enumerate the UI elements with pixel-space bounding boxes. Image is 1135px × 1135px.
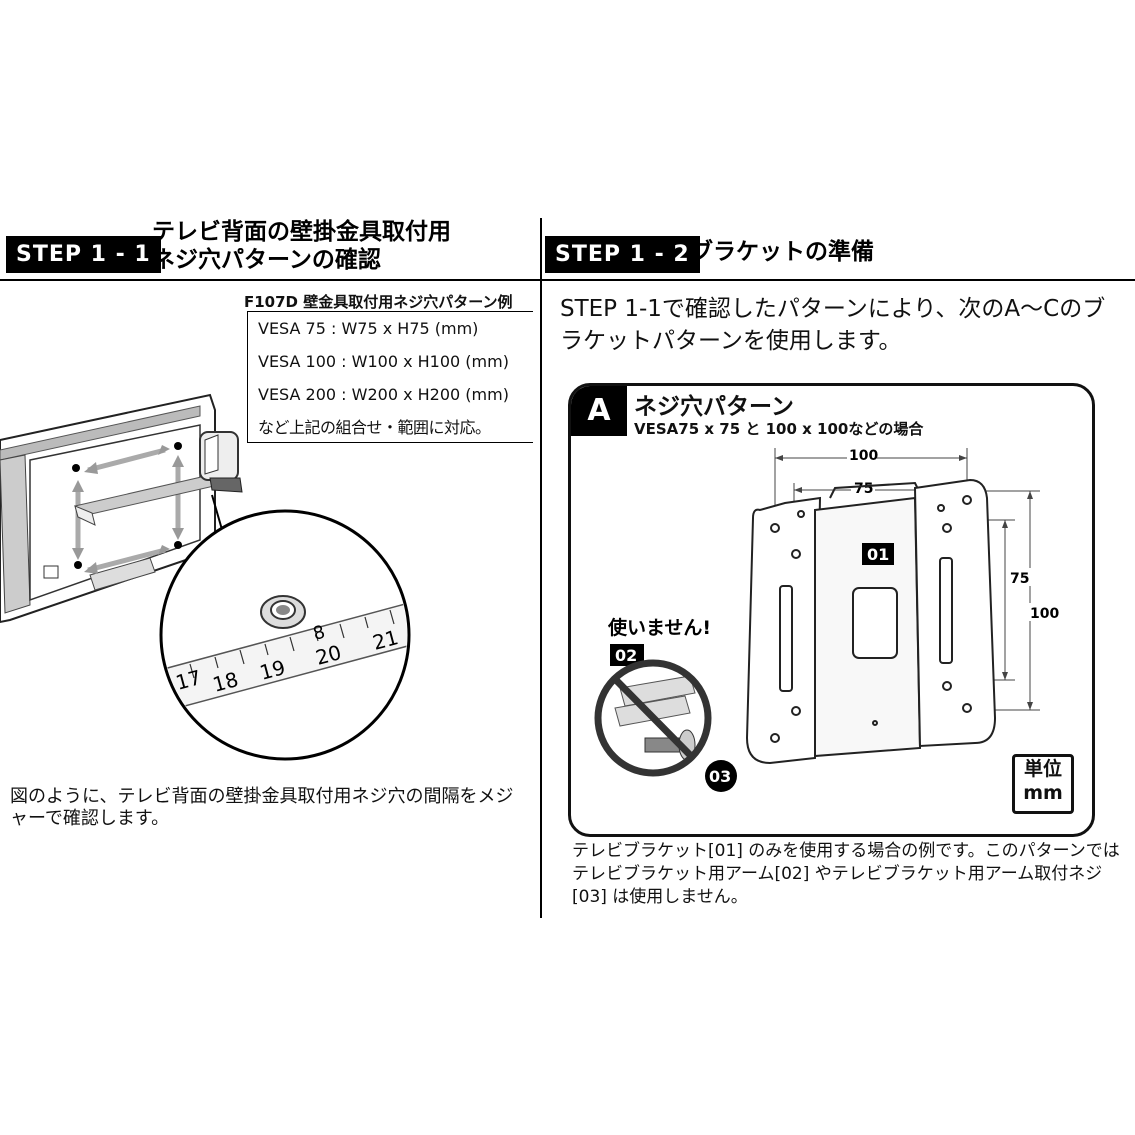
dim-height-75: 75 bbox=[1010, 571, 1029, 587]
unit-box: 単位 mm bbox=[1012, 754, 1074, 814]
left-header-rule bbox=[0, 279, 540, 281]
right-caption: テレビブラケット[01] のみを使用する場合の例です。このパターンではテレビブラ… bbox=[572, 841, 1120, 907]
left-description: 図のように、テレビ背面の壁掛金具取付用ネジ穴の間隔をメジャーで確認します。 bbox=[10, 786, 514, 829]
part-01-tag bbox=[862, 543, 894, 565]
step-1-1-title-line2: ネジ穴パターンの確認 bbox=[152, 247, 381, 273]
dim-width-75: 75 bbox=[854, 481, 873, 497]
prohibited-icon bbox=[594, 659, 712, 777]
vesa-note-line: など上記の組合せ・範囲に対応。 bbox=[258, 418, 491, 437]
unit-value: mm bbox=[1023, 782, 1063, 804]
panel-title: ネジ穴パターン bbox=[634, 394, 794, 420]
unit-label: 単位 bbox=[1023, 758, 1062, 780]
vesa-200-line: VESA 200 : W200 x H200 (mm) bbox=[258, 385, 509, 404]
vesa-pattern-box: VESA 75 : W75 x H75 (mm) VESA 100 : W100… bbox=[247, 311, 533, 443]
tv-back-illustration: 17 18 19 20 21 8 bbox=[0, 393, 411, 761]
panel-subtitle: VESA75 x 75 と 100 x 100などの場合 bbox=[634, 420, 924, 438]
step-1-2-title: ブラケットの準備 bbox=[690, 239, 874, 265]
part-01-label: 01 bbox=[867, 545, 889, 564]
bracket-diagram: 100 75 75 100 01 使いません! 02 03 bbox=[594, 446, 1060, 792]
part-02-label: 02 bbox=[615, 646, 637, 665]
part-03-tag bbox=[705, 760, 737, 792]
step-1-1-title-line1: テレビ背面の壁掛金具取付用 bbox=[152, 219, 451, 245]
right-intro: STEP 1-1で確認したパターンにより、次のA～Cのブラケットパターンを使用し… bbox=[560, 296, 1106, 354]
right-header-rule bbox=[542, 279, 1135, 281]
step-1-1-title: テレビ背面の壁掛金具取付用 ネジ穴パターンの確認 bbox=[152, 218, 451, 274]
part-02-tag bbox=[610, 644, 644, 666]
panel-letter-badge: A bbox=[571, 386, 627, 436]
vesa-100-line: VESA 100 : W100 x H100 (mm) bbox=[258, 352, 509, 371]
pattern-heading: F107D 壁金具取付用ネジ穴パターン例 bbox=[244, 293, 513, 311]
part-03-label: 03 bbox=[709, 767, 731, 786]
column-divider bbox=[540, 218, 542, 918]
ruler-number-8: 8 bbox=[311, 622, 327, 645]
dim-width-100: 100 bbox=[849, 448, 878, 464]
not-used-label: 使いません! bbox=[607, 617, 711, 639]
step-1-2-badge: STEP 1 - 2 bbox=[545, 236, 700, 273]
dim-height-100: 100 bbox=[1030, 606, 1059, 622]
vesa-75-line: VESA 75 : W75 x H75 (mm) bbox=[258, 319, 479, 338]
step-1-1-badge: STEP 1 - 1 bbox=[6, 236, 161, 273]
